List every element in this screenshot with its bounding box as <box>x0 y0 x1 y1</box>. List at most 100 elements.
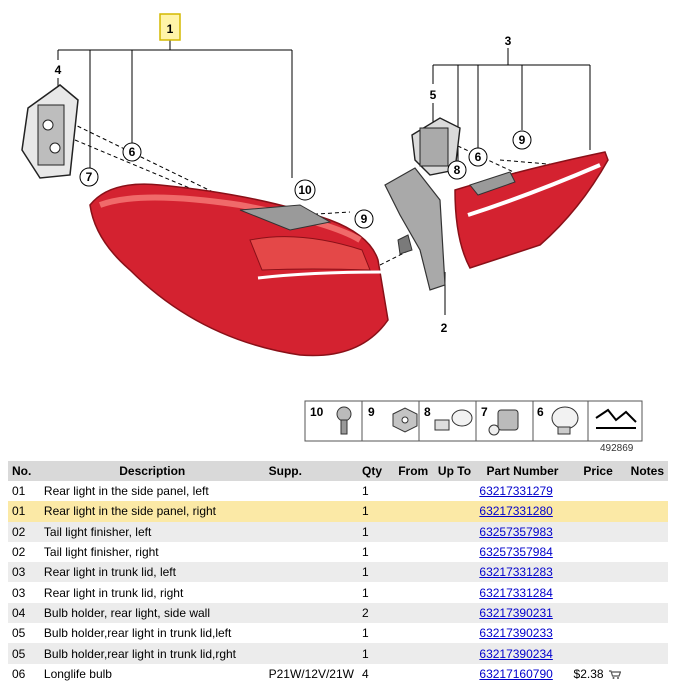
cell-no: 06 <box>12 666 26 681</box>
col-header-notes: Notes <box>626 461 668 481</box>
cell-from <box>392 521 434 542</box>
part-number-link[interactable]: 63217331280 <box>479 504 553 519</box>
cell-from <box>393 481 434 501</box>
cell-upto <box>434 664 476 684</box>
cell-qty: 2 <box>357 602 393 624</box>
cell-price <box>569 521 627 542</box>
cell-notes <box>626 643 668 664</box>
callout-1-highlight <box>159 13 181 41</box>
legend-num-8: 8 <box>424 405 431 419</box>
cell-upto <box>434 582 476 602</box>
callout-4: 4 <box>55 63 62 77</box>
part-number-link[interactable]: 63257357984 <box>479 545 553 560</box>
cell-upto <box>434 542 476 562</box>
callout-9-right: 9 <box>519 133 526 147</box>
table-row[interactable]: 03 Rear light in trunk lid, right 1 6321… <box>8 582 668 602</box>
cell-notes <box>626 501 668 522</box>
cell-qty: 1 <box>361 545 369 560</box>
legend-num-7: 7 <box>481 405 488 419</box>
cell-price <box>570 623 627 643</box>
rear-light-trunk-lid <box>454 151 609 269</box>
cell-description: Bulb holder,rear light in trunk lid,left <box>43 626 232 641</box>
cell-upto <box>434 623 476 643</box>
cell-description: Rear light in the side panel, right <box>39 501 265 522</box>
part-number-link[interactable]: 63217331279 <box>479 484 553 499</box>
leader-lines <box>57 40 591 315</box>
cell-price <box>569 643 627 664</box>
col-header-upto: Up To <box>433 461 476 481</box>
callout-5: 5 <box>430 88 437 102</box>
table-row[interactable]: 02 Tail light finisher, left 1 632573579… <box>8 521 668 542</box>
table-row[interactable]: 03 Rear light in trunk lid, left 1 63217… <box>8 562 668 583</box>
table-row[interactable]: 01 Rear light in the side panel, left 1 … <box>8 481 668 501</box>
table-row-selected[interactable]: 01 Rear light in the side panel, right 1… <box>8 501 668 522</box>
part-number-link[interactable]: 63217390231 <box>479 605 553 620</box>
cell-supp <box>265 582 358 602</box>
tail-light-finisher <box>384 167 446 291</box>
cell-upto <box>433 501 476 522</box>
legend-num-10: 10 <box>310 405 324 419</box>
table-row[interactable]: 05 Bulb holder,rear light in trunk lid,r… <box>8 643 668 664</box>
cell-notes <box>626 602 668 624</box>
cell-description: Bulb holder, rear light, side wall <box>39 602 265 624</box>
assembly-symbol-icon <box>595 408 637 429</box>
bulb-holder-icon <box>488 409 519 436</box>
part-number-link[interactable]: 63217390234 <box>479 646 553 661</box>
cell-price <box>569 602 627 624</box>
diagram-number: 492869 <box>600 443 634 454</box>
table-row[interactable]: 06 Longlife bulb P21W/12V/21W 4 63217160… <box>8 664 668 684</box>
cell-qty: 1 <box>357 643 393 664</box>
cell-supp <box>265 542 358 562</box>
cell-no: 04 <box>8 602 40 624</box>
cell-price <box>570 582 627 602</box>
table-row[interactable]: 04 Bulb holder, rear light, side wall 2 … <box>8 602 668 624</box>
part-number-link[interactable]: 63217331283 <box>479 565 553 580</box>
bulb-small-icon <box>434 409 473 431</box>
legend-num-6: 6 <box>537 405 544 419</box>
cell-no: 02 <box>12 545 26 560</box>
callout-labels: 1 2 3 4 5 6 6 7 8 9 9 10 <box>55 13 532 335</box>
callout-9-circle-right <box>512 130 532 150</box>
cell-no: 03 <box>8 562 40 583</box>
part-number-link[interactable]: 63217390233 <box>479 626 553 641</box>
callout-7: 7 <box>86 170 93 184</box>
cell-upto <box>434 481 476 501</box>
part-number-link[interactable]: 63217331284 <box>479 585 553 600</box>
part-number-link[interactable]: 63257357983 <box>479 524 553 539</box>
part-number-link[interactable]: 63217160790 <box>479 666 553 681</box>
cell-no: 05 <box>12 626 26 641</box>
cell-from <box>393 542 434 562</box>
callout-8-circle <box>447 160 467 180</box>
cart-icon[interactable] <box>608 670 621 680</box>
table-row[interactable]: 02 Tail light finisher, right 1 63257357… <box>8 542 668 562</box>
cell-no: 01 <box>8 501 40 522</box>
cell-notes <box>627 481 668 501</box>
cell-price <box>570 542 627 562</box>
cell-from <box>393 623 434 643</box>
bulb-holder-trunk-lid <box>411 117 461 176</box>
cell-price: $2.38 <box>570 664 627 684</box>
callout-6-circle-right <box>468 147 488 167</box>
cell-supp <box>265 481 358 501</box>
cell-no: 01 <box>12 484 26 499</box>
col-header-qty: Qty <box>357 461 393 481</box>
nut-icon <box>392 407 418 433</box>
cell-no: 05 <box>8 643 40 664</box>
legend-num-9: 9 <box>368 405 375 419</box>
col-header-from: From <box>392 461 434 481</box>
callout-10: 10 <box>298 183 312 197</box>
callout-8: 8 <box>454 163 461 177</box>
cell-qty: 1 <box>357 501 393 522</box>
cell-no: 02 <box>8 521 40 542</box>
bulb-icon <box>551 406 579 435</box>
callout-6-circle-left <box>122 142 142 162</box>
callout-9-left: 9 <box>361 212 368 226</box>
table-row[interactable]: 05 Bulb holder,rear light in trunk lid,l… <box>8 623 668 643</box>
cell-supp <box>265 623 358 643</box>
col-header-price: Price <box>569 461 627 481</box>
cell-no: 03 <box>12 585 26 600</box>
callout-9-circle-left <box>354 209 374 229</box>
col-header-description: Description <box>39 461 265 481</box>
cell-qty: 1 <box>357 521 393 542</box>
cell-from <box>392 643 434 664</box>
